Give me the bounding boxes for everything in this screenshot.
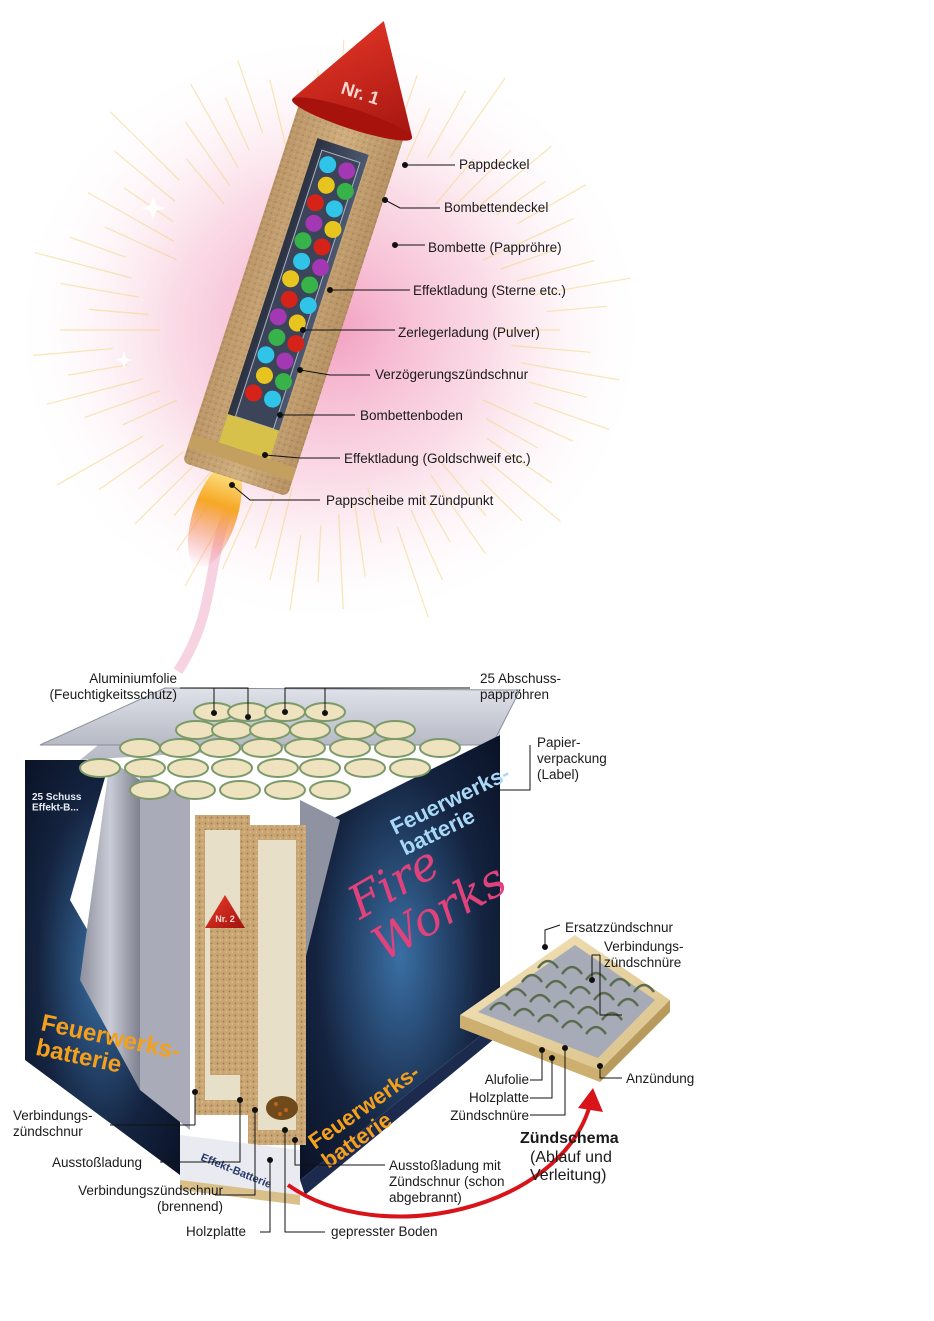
label-ausstoss: Ausstoßladung [52, 1155, 142, 1171]
tube-opening [212, 721, 252, 739]
tube-opening [125, 759, 165, 777]
label-papier: Papier- verpackung (Label) [537, 735, 607, 783]
inner-cap-text: Nr. 2 [215, 914, 235, 924]
tube-opening [375, 739, 415, 757]
label-anzuendung: Anzündung [626, 1071, 694, 1087]
tube-opening [168, 759, 208, 777]
tube-opening [160, 739, 200, 757]
tube-opening [375, 721, 415, 739]
label-effektladung-sterne: Effektladung (Sterne etc.) [413, 283, 566, 299]
label-ausstoss-mit: Ausstoßladung mit Zündschnur (schon abge… [389, 1158, 505, 1206]
tube-opening [420, 739, 460, 757]
tube-opening [175, 781, 215, 799]
tube-opening [300, 759, 340, 777]
tube-opening [220, 781, 260, 799]
tube-opening [250, 721, 290, 739]
tube-opening [290, 721, 330, 739]
tube-opening [345, 759, 385, 777]
label-pappscheibe: Pappscheibe mit Zündpunkt [326, 493, 493, 509]
tube-opening [200, 739, 240, 757]
label-pappdeckel: Pappdeckel [459, 157, 530, 173]
tube-opening [265, 781, 305, 799]
label-holzplatte-left: Holzplatte [186, 1224, 246, 1240]
tube-opening [176, 721, 216, 739]
schema-title: Zündschema [520, 1130, 619, 1148]
label-verbindungs-pl: Verbindungs- zündschnüre [604, 939, 684, 971]
ignition-arrowhead [578, 1088, 603, 1112]
label-alufolie: Alufolie [485, 1072, 529, 1088]
tube-opening [285, 739, 325, 757]
label-verbindungs-left: Verbindungs- zündschnur [13, 1108, 93, 1140]
label-verzoegerung: Verzögerungszündschnur [375, 367, 528, 383]
label-bombettenboden: Bombettenboden [360, 408, 463, 424]
label-abschuss: 25 Abschuss- pappröhren [480, 671, 561, 703]
tube-opening [390, 759, 430, 777]
tube-opening [242, 739, 282, 757]
label-bombettendeckel: Bombettendeckel [444, 200, 548, 216]
label-effektladung-gold: Effektladung (Goldschweif etc.) [344, 451, 531, 467]
label-zerlegerladung: Zerlegerladung (Pulver) [398, 325, 540, 341]
label-bombette: Bombette (Pappröhre) [428, 240, 562, 256]
tube-opening [310, 781, 350, 799]
tube-opening [258, 759, 298, 777]
tube-opening [335, 721, 375, 739]
schema-subtitle: (Ablauf und Verleitung) [530, 1149, 612, 1185]
tube-opening [120, 739, 160, 757]
tube-opening [80, 759, 120, 777]
label-gepresster-boden: gepresster Boden [331, 1224, 438, 1240]
tube-opening [130, 781, 170, 799]
label-holzplatte-schema: Holzplatte [469, 1090, 529, 1106]
label-aluminiumfolie: Aluminiumfolie (Feuchtigkeitsschutz) [49, 671, 177, 703]
label-ersatz: Ersatzzündschnur [565, 920, 673, 936]
tube-opening [212, 759, 252, 777]
label-verbindungs-brennend: Verbindungszündschnur (brennend) [78, 1183, 223, 1215]
label-zuendschnuere: Zündschnüre [450, 1108, 529, 1124]
tube-opening [330, 739, 370, 757]
